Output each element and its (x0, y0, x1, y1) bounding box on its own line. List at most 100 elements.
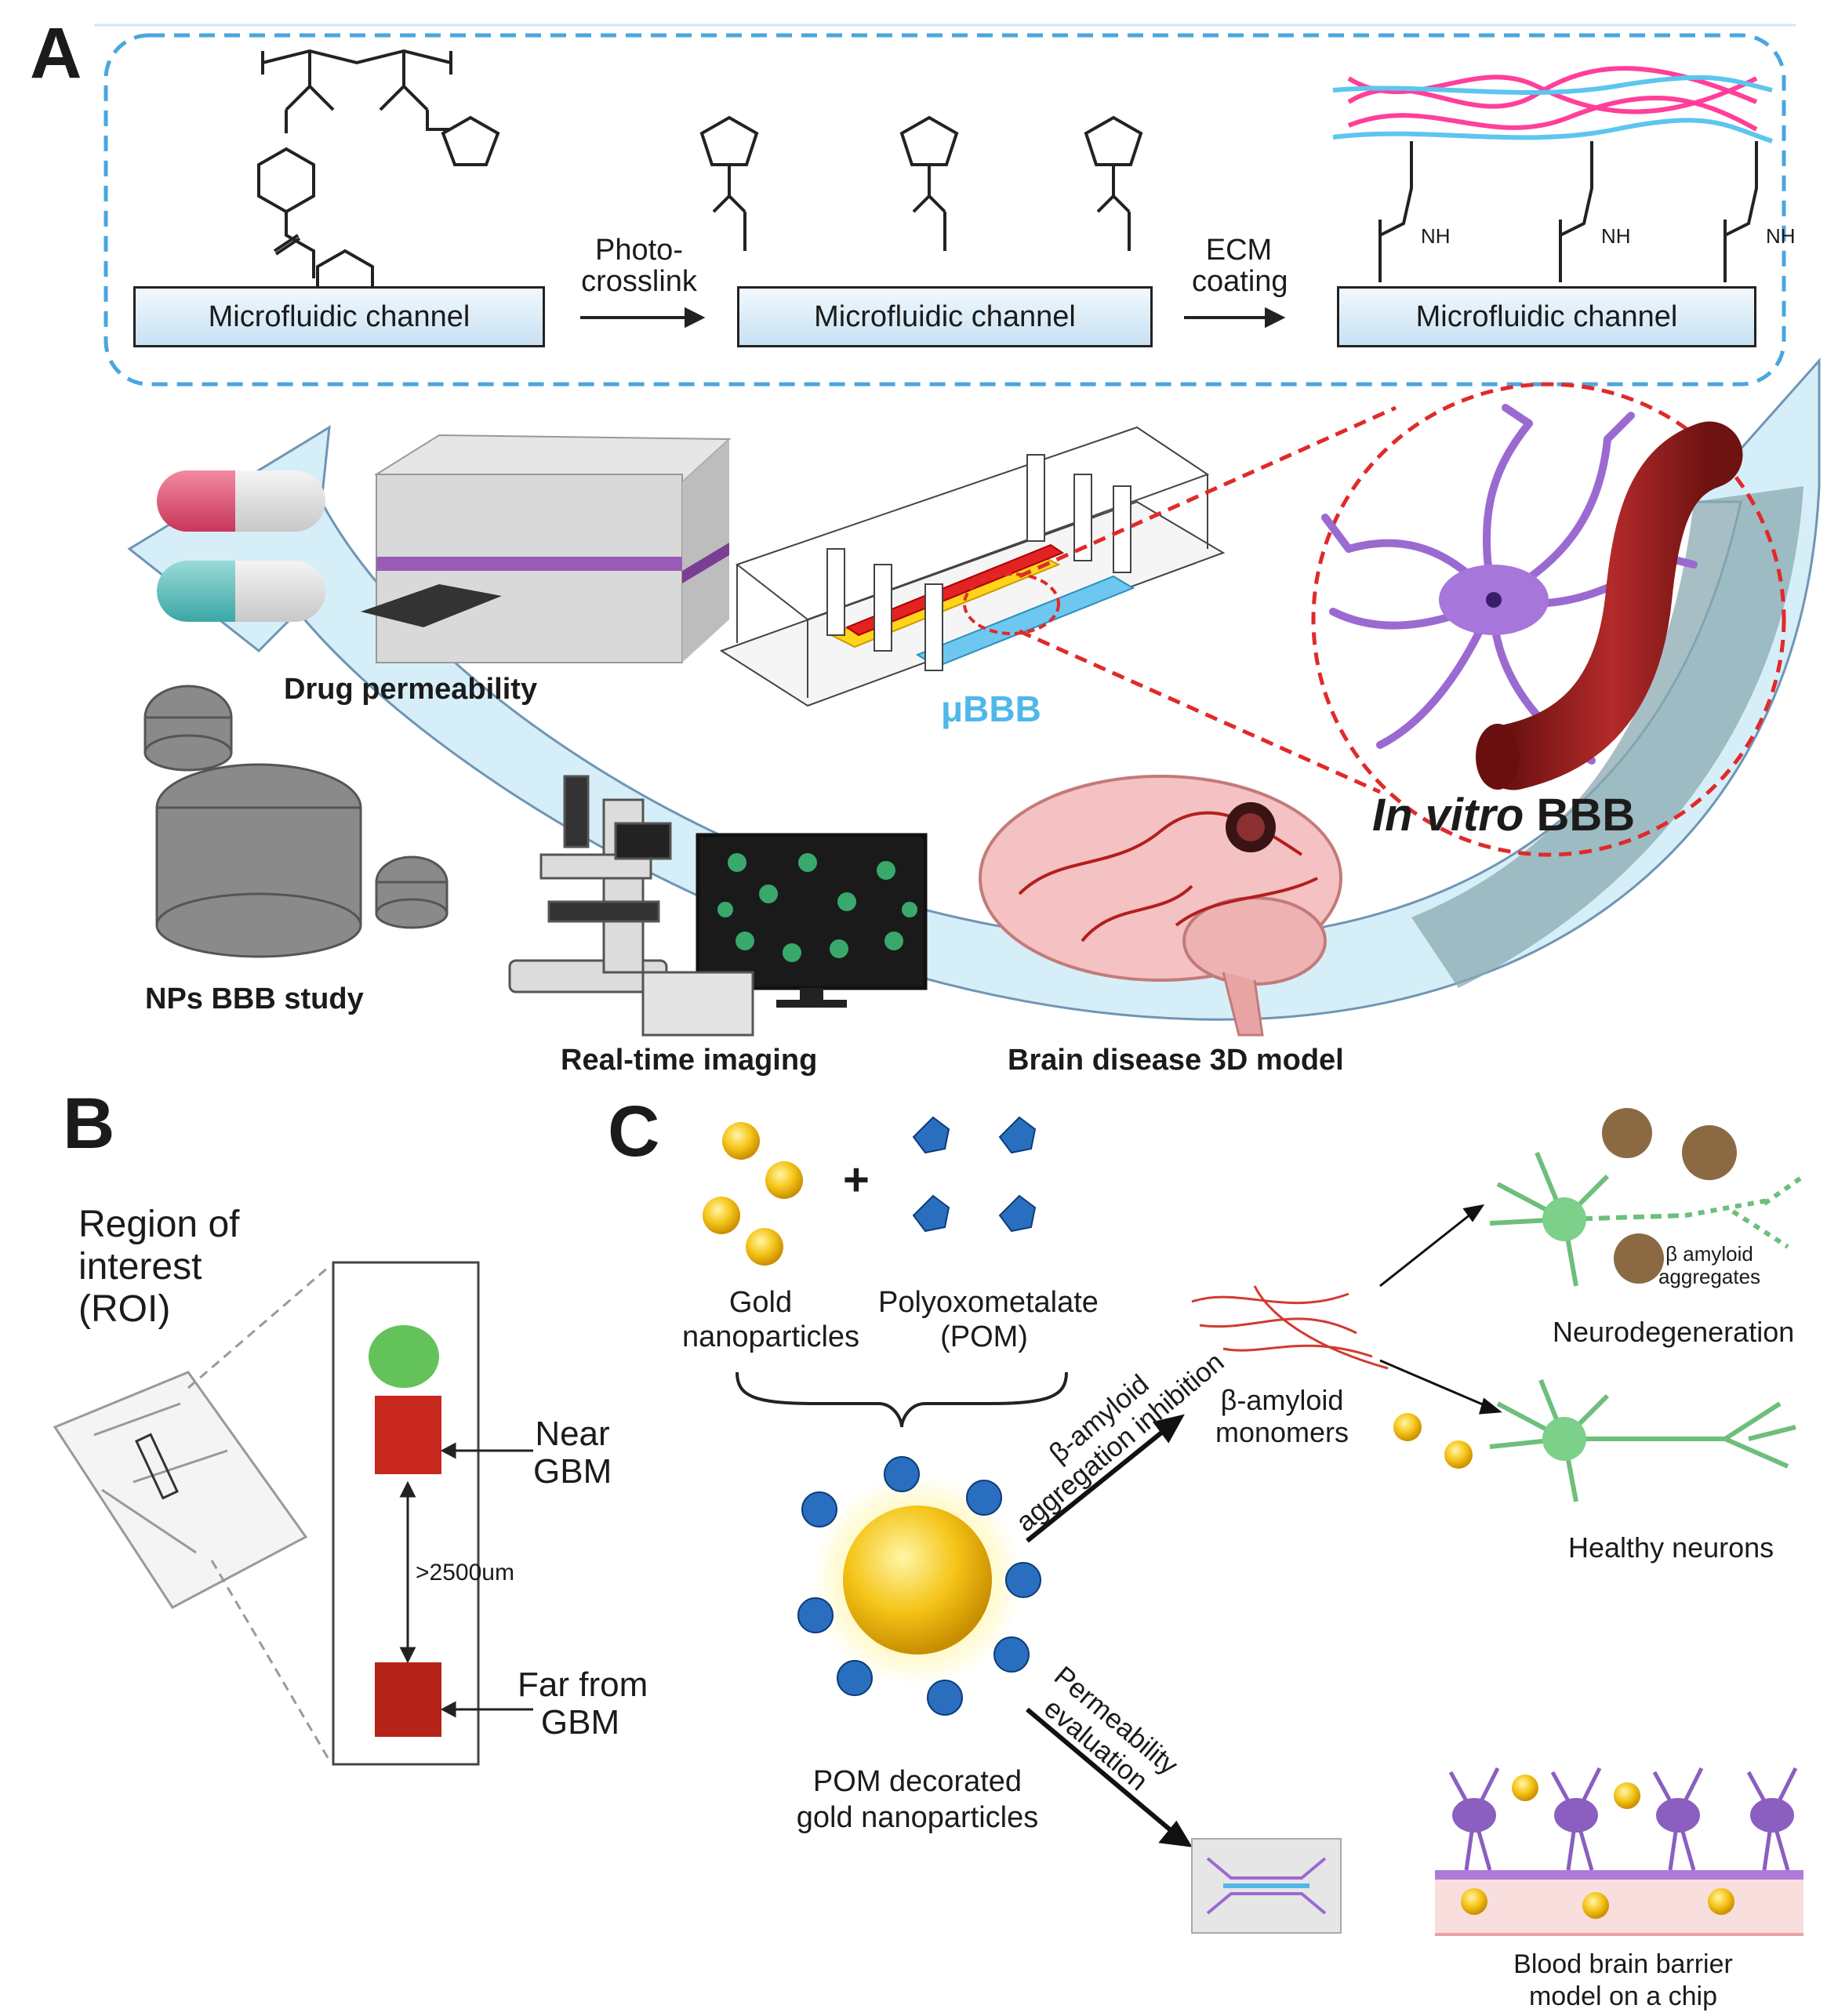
pom-label: Polyoxometalate (POM) (878, 1286, 1099, 1354)
arrow-shade (1411, 486, 1803, 988)
blood-vessel (1480, 421, 1743, 790)
neuron-nucleus (1486, 592, 1502, 608)
pom-decorated-label: POM decorated gold nanoparticles (784, 1764, 1051, 1836)
roi-line3: (ROI) (78, 1288, 171, 1330)
nps-study-label: NPs BBB study (145, 983, 364, 1015)
gold-label: Gold nanoparticles (682, 1286, 860, 1354)
roi-line2: interest (78, 1245, 202, 1288)
panel-a-letter: A (30, 13, 82, 93)
ubbb-chip (719, 426, 1226, 707)
capsule-red (157, 470, 325, 532)
brain-model-label: Brain disease 3D model (1008, 1044, 1344, 1077)
near-line2: GBM (533, 1452, 612, 1491)
step2-line2: coating (1192, 264, 1288, 298)
channel-2-label: Microfluidic channel (814, 300, 1076, 333)
channel-2: Microfluidic channel (737, 286, 1153, 347)
microscope (508, 775, 672, 993)
reaction-scheme-box (104, 33, 1786, 387)
aggregates-label: β amyloid aggregates (1654, 1243, 1764, 1288)
gbm-spheroid (369, 1325, 439, 1388)
monomer-arrows (1379, 1204, 1502, 1415)
step1-line2: crosslink (581, 264, 697, 298)
plate-reader (361, 434, 732, 663)
gold-nanoparticles (703, 1122, 803, 1266)
pom-clusters (912, 1116, 1037, 1233)
step1-line1: Photo- (595, 234, 683, 267)
polymer-structure (257, 49, 500, 316)
near-gbm-image (375, 1396, 441, 1474)
plus-sign: + (843, 1154, 870, 1205)
gold-line1: Gold (728, 1286, 793, 1319)
channel-1: Microfluidic channel (133, 286, 545, 347)
step-ecm: ECM coating (1192, 234, 1288, 298)
panel-c-letter: C (608, 1092, 660, 1171)
real-time-imaging-label: Real-time imaging (561, 1044, 818, 1077)
healthy-soma (1542, 1417, 1586, 1461)
far-gbm-label: Far from GBM (518, 1665, 648, 1742)
brain (979, 775, 1342, 1037)
far-line2: GBM (540, 1703, 620, 1742)
c-arrows (1026, 1414, 1193, 1847)
monomer-particles (1393, 1413, 1473, 1469)
ubbb-label: μBBB (941, 688, 1041, 729)
channel-3: Microfluidic channel (1337, 286, 1756, 347)
bbb-chip-label: Blood brain barrier model on a chip (1506, 1949, 1741, 2013)
far-gbm-image (375, 1662, 441, 1737)
nh-3: NH (1766, 224, 1796, 248)
imaging-monitor (696, 833, 928, 1008)
monomers-line2: monomers (1215, 1416, 1349, 1449)
pom-gold-particle (843, 1506, 992, 1655)
pom-line1: Polyoxometalate (878, 1286, 1099, 1319)
step2-line1: ECM (1205, 234, 1273, 267)
pom-line2: (POM) (940, 1320, 1028, 1353)
capsule-teal (157, 561, 325, 622)
brace (736, 1371, 1068, 1428)
controller-box (641, 971, 754, 1037)
drug-permeability-label: Drug permeability (284, 673, 538, 706)
bbb-chip-line1: Blood brain barrier (1513, 1949, 1733, 1979)
in-vitro-bbb-label: In vitro BBB (1372, 790, 1636, 841)
amide-linkers (1378, 141, 1758, 282)
near-gbm-label: Near GBM (533, 1415, 612, 1491)
ecm-fibers (1332, 66, 1773, 143)
nhs-groups (699, 115, 1143, 251)
monomers-label: β-amyloid monomers (1211, 1384, 1353, 1449)
chip-c-channels (1206, 1857, 1327, 1915)
bbb-text: BBB (1536, 790, 1636, 841)
bbb-chip-line2: model on a chip (1528, 1981, 1718, 2011)
degen-soma (1542, 1197, 1586, 1241)
step-photocrosslink: Photo- crosslink (580, 234, 698, 298)
roi-zoom-lines (187, 1265, 331, 1761)
monomers-line1: β-amyloid (1220, 1384, 1344, 1416)
channel-1-label: Microfluidic channel (208, 300, 470, 333)
nanoparticle-scaffolds (143, 685, 449, 958)
nh-1: NH (1421, 224, 1451, 248)
bbb-model (1435, 1767, 1803, 1936)
scheme-arrows (580, 307, 1286, 329)
healthy-neurons-label: Healthy neurons (1568, 1531, 1774, 1564)
distance-label: >2500um (416, 1560, 514, 1586)
aggregates-line1: β amyloid (1665, 1242, 1753, 1266)
pom-decorated-line2: gold nanoparticles (796, 1800, 1039, 1834)
surface-pom (797, 1456, 1041, 1716)
in-vitro-text: In vitro (1372, 790, 1524, 841)
gold-line2: nanoparticles (682, 1320, 860, 1353)
vessel-lumen (1476, 724, 1520, 790)
pom-decorated-line1: POM decorated (812, 1765, 1022, 1798)
healthy-neuron (1489, 1379, 1796, 1502)
neurodegeneration-label: Neurodegeneration (1553, 1316, 1795, 1348)
near-line1: Near (535, 1415, 610, 1453)
amyloid-fibrils (1191, 1285, 1389, 1370)
far-line1: Far from (518, 1665, 648, 1704)
panel-b-letter: B (63, 1084, 115, 1164)
zoom-lines (1018, 382, 1786, 857)
aggregates (1602, 1108, 1737, 1284)
roi-line1: Region of (78, 1204, 240, 1245)
roi-arrows (399, 1442, 533, 1718)
nh-2: NH (1601, 224, 1631, 248)
roi-label: Region of interest (ROI) (78, 1204, 239, 1330)
channel-3-label: Microfluidic channel (1415, 300, 1678, 333)
chip-roi (53, 1371, 308, 1609)
aggregates-line2: aggregates (1658, 1264, 1761, 1288)
